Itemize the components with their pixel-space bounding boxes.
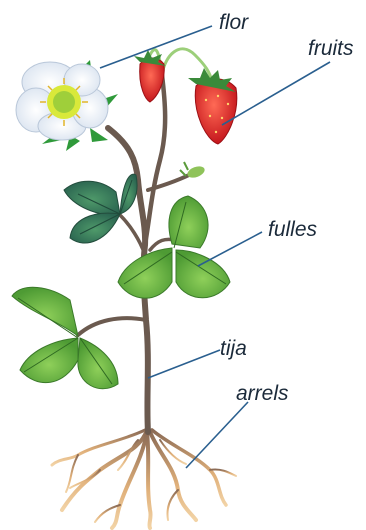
leaf-middle (118, 196, 230, 298)
leader-line-leaves (198, 232, 262, 266)
leaf-upper-left (64, 174, 137, 243)
fruit-small (134, 50, 166, 102)
flower (16, 60, 118, 151)
label-roots: arrels (236, 382, 289, 405)
label-stem: tija (220, 337, 247, 360)
leaf-lower-left (12, 287, 118, 388)
fruit-large (188, 68, 237, 144)
label-fruits: fruits (308, 37, 354, 60)
leader-line-roots (186, 402, 248, 468)
label-flower: flor (219, 11, 249, 34)
leader-line-fruits (222, 62, 330, 125)
label-leaves: fulles (268, 218, 318, 241)
leader-line-stem (148, 350, 220, 378)
